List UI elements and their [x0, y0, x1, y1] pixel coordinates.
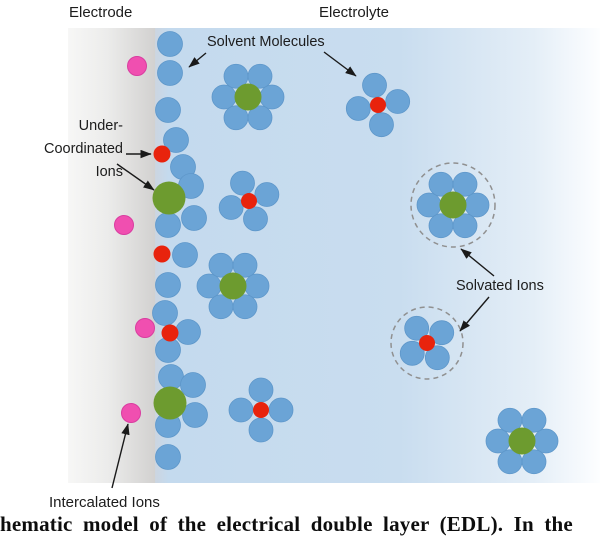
solvent-molecule: [152, 300, 178, 326]
solvated-red-ion: [370, 97, 386, 113]
solvent-molecule: [385, 89, 411, 114]
solvated-red-ion: [241, 193, 257, 209]
solvent-molecules-label: Solvent Molecules: [207, 34, 325, 50]
solvent-molecule: [157, 31, 183, 57]
solvent-molecule: [158, 364, 184, 390]
solvent-molecule: [223, 105, 249, 131]
solvent-molecule: [196, 273, 222, 299]
solvent-molecule: [181, 205, 207, 231]
solvent-molecule: [497, 449, 523, 475]
solvent-molecule: [157, 60, 183, 86]
solvated-green-ion: [234, 83, 262, 111]
solvent-molecule: [172, 242, 198, 268]
solvent-molecule: [521, 407, 547, 433]
intercalated-pink-ion: [127, 56, 147, 76]
solvent-molecule: [404, 315, 430, 341]
solvent-molecule: [228, 397, 254, 423]
solvent-molecule: [247, 63, 273, 89]
solvent-molecule: [268, 397, 294, 423]
solvated-red-ion: [253, 402, 269, 418]
annotation-arrow: [459, 296, 490, 332]
solvent-molecule: [369, 112, 394, 138]
solvent-molecule: [243, 206, 268, 232]
intercalated-pink-ion: [121, 403, 141, 423]
solvent-molecule: [345, 96, 371, 121]
solvent-molecule: [232, 252, 258, 278]
solvent-molecule: [259, 84, 285, 110]
solvent-molecule: [452, 171, 478, 197]
solvent-molecule: [416, 192, 442, 218]
solvent-molecule: [429, 320, 455, 346]
annotation-arrow: [323, 51, 357, 77]
figure-caption: hematic model of the electrical double l…: [0, 512, 573, 536]
solvent-molecule: [464, 192, 490, 218]
under-coordinated-red-ion: [153, 245, 171, 263]
solvated-green-ion: [219, 272, 247, 300]
annotation-arrow: [188, 52, 207, 68]
solvent-molecule: [208, 294, 234, 320]
solvent-molecule: [248, 377, 274, 403]
annotation-arrow: [460, 248, 495, 277]
under-coordinated-red-ion: [153, 145, 171, 163]
solvent-molecule: [155, 272, 181, 298]
intercalated-ions-label: Intercalated Ions: [49, 494, 160, 511]
solvent-molecule: [254, 182, 280, 207]
under-coordinated-line3: Ions: [95, 164, 123, 180]
solvent-molecule: [155, 97, 181, 123]
solvent-molecule: [362, 72, 387, 98]
solvation-shell-outline: [390, 306, 464, 380]
solvent-molecule: [175, 319, 201, 345]
electrode-label: Electrode: [69, 4, 133, 21]
solvent-molecule: [155, 212, 181, 238]
under-coordinated-red-ion: [161, 324, 179, 342]
intercalated-pink-ion: [114, 215, 134, 235]
solvent-molecule: [428, 213, 454, 239]
under-coordinated-ions-label: Under- Coordinated Ions: [25, 115, 123, 184]
solvated-red-ion: [419, 335, 435, 351]
intercalated-pink-ion: [135, 318, 155, 338]
solvent-molecule: [211, 84, 237, 110]
under-coordinated-green-ion: [152, 181, 186, 215]
solvent-molecule: [424, 345, 450, 371]
solvated-ions-label: Solvated Ions: [456, 278, 544, 294]
solvent-molecule: [155, 444, 181, 470]
annotation-arrow: [111, 423, 130, 489]
under-coordinated-green-ion: [153, 386, 187, 420]
electrode-region: [68, 28, 155, 483]
electrolyte-label: Electrolyte: [319, 4, 390, 21]
solvent-molecule: [180, 372, 206, 398]
solvent-molecule: [244, 273, 270, 299]
solvent-molecule: [163, 127, 189, 153]
solvent-molecule: [248, 417, 274, 443]
solvated-green-ion: [439, 191, 467, 219]
solvent-molecule: [218, 195, 244, 220]
solvation-shell-outline: [410, 162, 496, 248]
solvated-green-ion: [508, 427, 536, 455]
solvent-molecule: [533, 428, 559, 454]
solvent-molecule: [485, 428, 511, 454]
under-coordinated-line2: Coordinated: [44, 141, 123, 157]
annotation-arrow: [116, 163, 155, 191]
solvent-molecule: [230, 170, 255, 196]
solvent-molecule: [399, 340, 425, 366]
solvent-molecule: [182, 402, 208, 428]
under-coordinated-line1: Under-: [78, 118, 123, 134]
